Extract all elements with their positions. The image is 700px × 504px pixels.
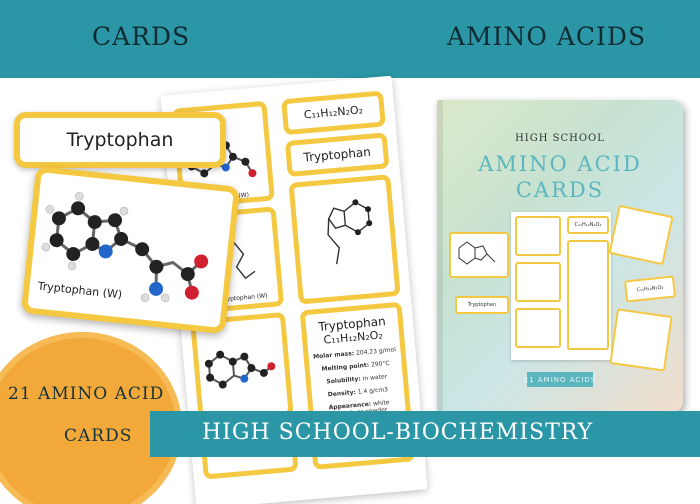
tryptophan-vertical-icon [327,199,373,265]
info-melting-point: Melting point: 290°C [321,359,390,373]
book-tag-bar [527,372,593,387]
info-solubility: Solubility: in water [326,373,388,386]
book-mini-card-1 [515,216,561,256]
book-mini-formula: C₁₁H₁₂N₂O₂ [567,216,609,234]
book-mini-info-card [567,240,609,350]
sheet-caption-1: (W) [238,191,250,200]
count-badge: 21 AMINO ACID CARDS [0,332,182,504]
book-mini-card-molecule [449,232,509,278]
book-title-line1: AMINO ACID [478,152,642,176]
bottom-banner: HIGH SCHOOL-BIOCHEMISTRY [150,411,700,457]
book-tag: 21 AMINO ACIDS [523,376,597,384]
info-molar-mass: Molar mass: 204.23 g/mol [312,346,397,361]
book-spine [437,100,443,412]
info-density: Density: 1.4 g/cm3 [327,386,389,399]
book-subtitle: HIGH SCHOOL [515,133,605,144]
book-mini-card-3 [515,308,561,348]
top-banner: CARDS AMINO ACIDS [0,0,700,78]
sheet-card-molecule-4 [190,311,294,424]
bottom-banner-text: HIGH SCHOOL-BIOCHEMISTRY [202,420,594,445]
tryptophan-ball-icon [204,350,276,389]
count-badge-line1: 21 AMINO ACID [8,384,165,404]
sheet-formula-card: C₁₁H₁₂N₂O₂ [281,90,386,136]
amino-acids-label: AMINO ACIDS [447,22,647,51]
book-title-line2: CARDS [515,178,605,202]
book-mini-card-2 [515,262,561,302]
book-mini-formula-side: C₁₁H₁₂N₂O₂ [623,275,677,303]
mini-molecule-icon [458,241,496,265]
sheet-card-molecule-3 [288,174,401,305]
book-mini-name: Tryptophan [455,296,509,314]
book-cover-mockup: HIGH SCHOOL AMINO ACID CARDS C₁₁H₁₂N₂O₂ … [437,100,683,412]
cards-label: CARDS [92,22,191,51]
tryptophan-3d-molecule-icon [41,192,209,303]
sheet-name-card: Tryptophan [284,132,390,178]
count-badge-line2: CARDS [64,426,133,446]
tryptophan-name-card: Tryptophan [14,112,226,168]
book-mini-card-rotated-1 [608,204,674,266]
tryptophan-molecule-card: Tryptophan (W) [20,165,241,335]
book-mini-card-rotated-2 [609,308,673,372]
